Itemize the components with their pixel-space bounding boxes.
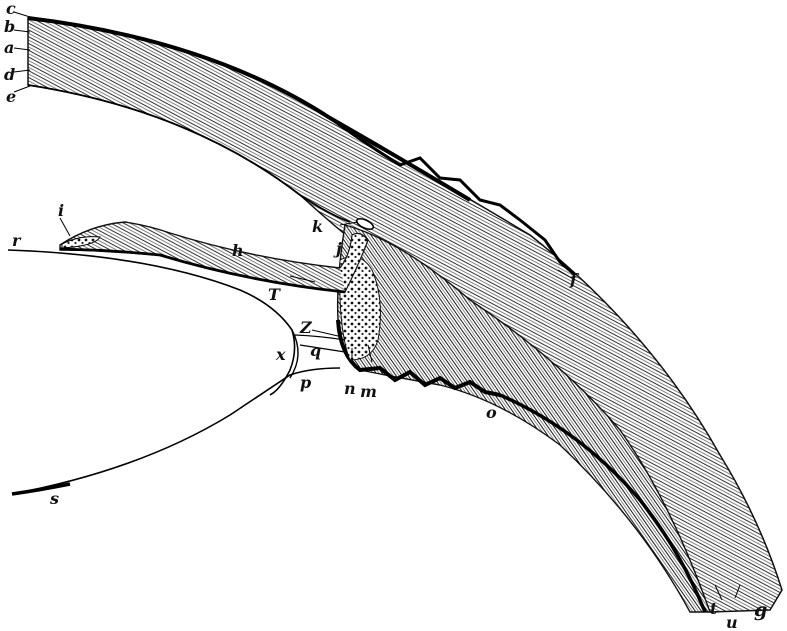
label-Z: Z — [299, 318, 313, 337]
label-o: o — [486, 403, 497, 422]
label-T: T — [268, 285, 281, 304]
label-a: a — [4, 38, 14, 57]
label-x: x — [275, 345, 286, 364]
label-m: m — [360, 382, 377, 401]
label-d: d — [4, 65, 15, 84]
label-r: r — [12, 231, 22, 250]
label-n: n — [344, 379, 356, 398]
label-s: s — [49, 489, 59, 508]
label-u: u — [726, 613, 738, 631]
label-e: e — [6, 87, 16, 106]
label-k: k — [312, 217, 323, 236]
label-g: g — [754, 599, 767, 621]
label-h: h — [232, 241, 244, 260]
label-j: j — [333, 239, 342, 258]
label-t: t — [710, 599, 718, 618]
label-b: b — [4, 17, 15, 36]
label-i: i — [58, 201, 64, 220]
hyaloid-membrane — [12, 484, 70, 494]
label-q: q — [310, 341, 321, 360]
label-p: p — [300, 373, 311, 392]
label-c: c — [6, 0, 16, 18]
lens-capsule-posterior — [12, 368, 340, 494]
